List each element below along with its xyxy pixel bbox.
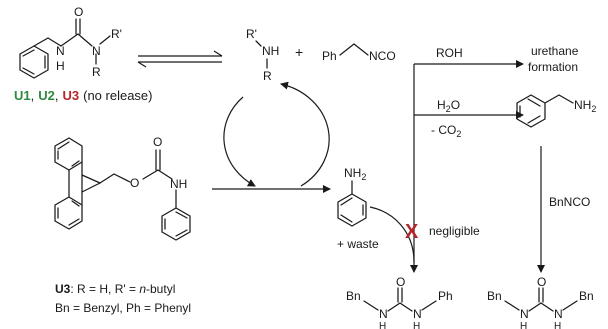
atom-n: N [413, 307, 422, 321]
amine-nh2: NH2 [574, 98, 596, 114]
bn-label: Bn [579, 289, 594, 303]
atom-n: N [379, 307, 388, 321]
atom-o: O [130, 176, 139, 190]
formation-text: formation [528, 60, 578, 74]
bn-label: Bn [487, 289, 502, 303]
u3-definition: U3: R = H, R' = n-butyl [55, 282, 175, 296]
atom-r-prime: R' [246, 27, 257, 41]
water-reagent: H2O [437, 98, 460, 114]
atom-r-prime: R' [111, 27, 122, 41]
isocyanate-label: NCO [369, 49, 396, 63]
negligible-cross-icon: X [405, 221, 419, 243]
urea-series-label: U1,U2, U3(no release) [14, 88, 153, 103]
roh-reagent: ROH [436, 46, 463, 60]
atom-n: N [554, 307, 563, 321]
atom-h: H [379, 321, 386, 329]
u1-label: U1 [14, 88, 31, 103]
atom-n: N [520, 307, 529, 321]
waste-text: + waste [337, 237, 379, 251]
urethane-text: urethane [531, 44, 579, 58]
cycle-arrows [223, 81, 330, 187]
atom-r: R [263, 69, 272, 83]
product-urea-bn-ph: Bn N H O N H Ph [346, 275, 453, 329]
aniline-structure: NH2 [337, 166, 367, 227]
atom-nh: NH [170, 177, 187, 191]
atom-h: H [520, 321, 527, 329]
no-release-text: (no release) [83, 88, 152, 103]
phenyl-label: Ph [438, 289, 453, 303]
plus-sign: + [295, 44, 303, 60]
u2-label: U2 [38, 88, 55, 103]
atom-o: O [396, 275, 405, 289]
atom-h: H [413, 321, 420, 329]
atom-o: O [153, 135, 162, 149]
atom-n: N [56, 44, 65, 58]
benzylamine-structure: NH2 [516, 94, 596, 128]
fmoc-carbamate-structure: O O NH [54, 135, 191, 241]
atom-n: N [92, 44, 101, 58]
urea-structure: O N N R' H R [19, 5, 122, 79]
pathway-arrows [212, 60, 545, 273]
atom-h: H [554, 321, 561, 329]
equilibrium-arrows [137, 50, 223, 68]
abbreviation-legend: Bn = Benzyl, Ph = Phenyl [55, 301, 191, 315]
atom-nh: NH [262, 44, 279, 58]
phenyl-label: Ph [322, 49, 337, 63]
comma: , [31, 88, 35, 103]
bn-label: Bn [346, 289, 361, 303]
co2-loss: - CO2 [431, 123, 461, 139]
atom-h: H [56, 59, 65, 73]
bnnco-reagent: BnNCO [549, 195, 590, 209]
benzyl-isocyanate: Ph NCO [322, 43, 396, 63]
atom-r: R [92, 65, 101, 79]
negligible-text: negligible [429, 224, 480, 238]
atom-o: O [74, 5, 83, 19]
amine-structure: R' NH R [246, 27, 279, 83]
u3-label: U3 [63, 88, 80, 103]
atom-o: O [537, 275, 546, 289]
aniline-nh2: NH2 [344, 166, 366, 182]
product-urea-bn-bn: Bn N H O N H Bn [487, 275, 594, 329]
comma: , [55, 88, 59, 103]
